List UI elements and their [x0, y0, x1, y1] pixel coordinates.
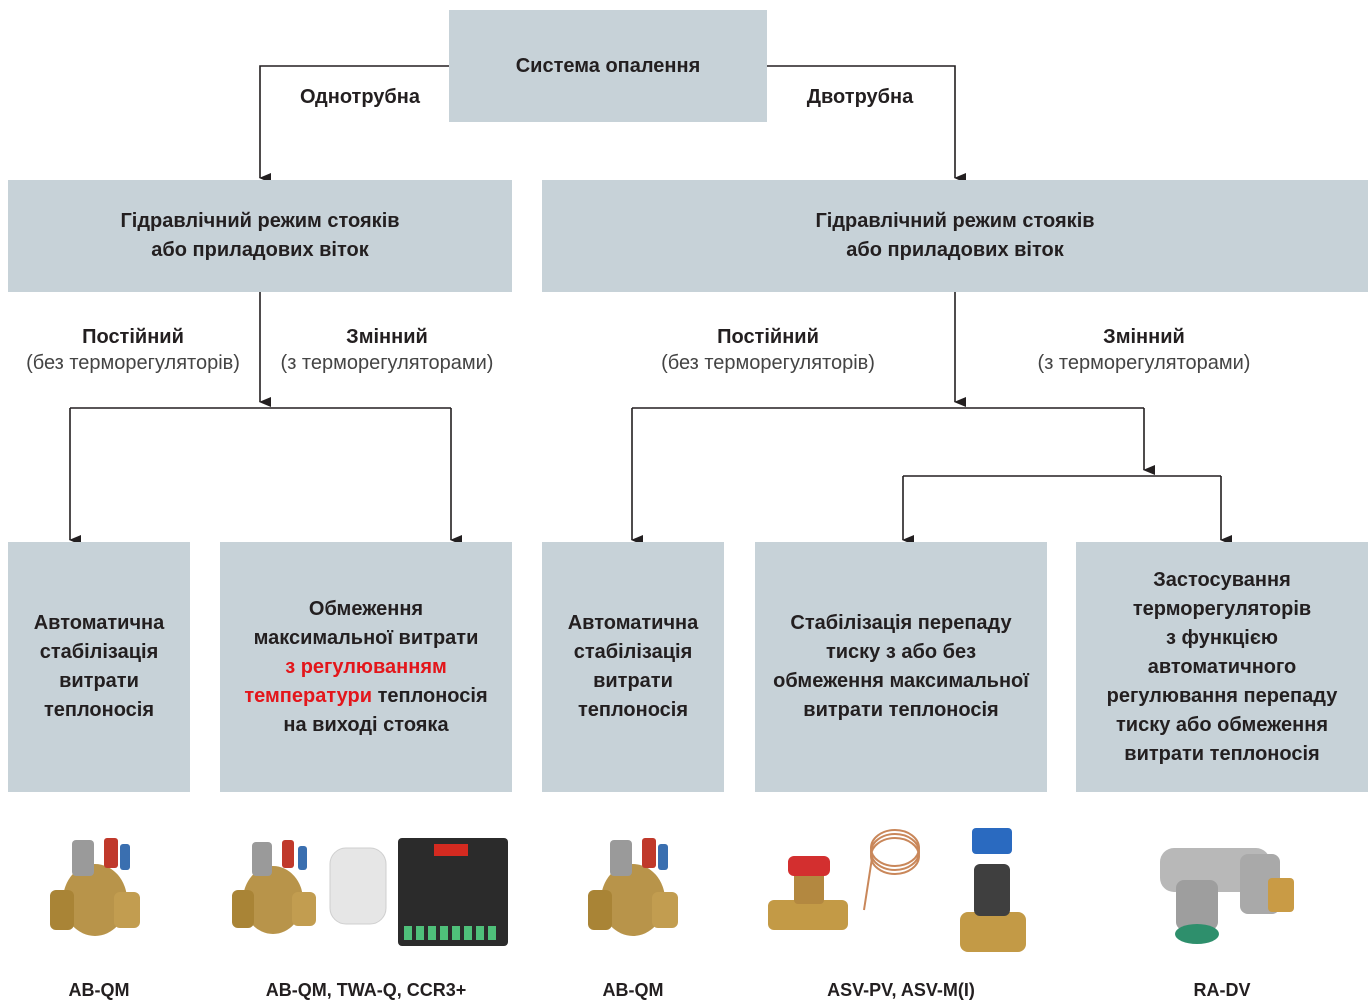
var-right-title: Змінний	[1103, 326, 1185, 348]
box1-line: теплоносія	[43, 699, 155, 721]
branch-left-label: Однотрубна	[270, 84, 450, 110]
var-left-title: Змінний	[346, 326, 428, 348]
const-left-sub: (без терморегуляторів)	[26, 352, 240, 374]
solution-box-4: Стабілізація перепаду тиску з або без об…	[755, 542, 1047, 792]
const-right-sub: (без терморегуляторів)	[661, 352, 875, 374]
box5-line: регулювання перепаду	[1106, 684, 1338, 707]
arrow-root-to-right	[766, 65, 966, 183]
box1-line: стабілізація	[39, 641, 159, 663]
solution-box-5: Застосування терморегуляторів з функцією…	[1076, 542, 1368, 792]
mode-right-line1: Гідравлічний режим стояків	[815, 210, 1095, 232]
box5-line: автоматичного	[1147, 655, 1297, 678]
box2-line: температури теплоносія	[244, 682, 487, 711]
mode-right-line2: або приладових віток	[846, 239, 1064, 261]
root-node: Система опалення	[449, 10, 767, 122]
valve-ab-qm-image-2	[588, 838, 678, 936]
solution-box-1: Автоматична стабілізація витрати теплоно…	[8, 542, 190, 792]
var-right-sub: (з терморегуляторами)	[1037, 352, 1251, 374]
var-left-label: Змінний (з терморегуляторами)	[268, 324, 506, 376]
branch-left-text: Однотрубна	[300, 86, 420, 108]
box2-line-rest: теплоносія	[372, 684, 488, 707]
box5-line: терморегуляторів	[1132, 597, 1312, 620]
product-label-2: AB-QM, TWA-Q, CCR3+	[265, 980, 467, 1000]
box5-line: тиску або обмеження	[1116, 713, 1328, 736]
var-left-sub: (з терморегуляторами)	[280, 352, 494, 374]
mode-box-right: Гідравлічний режим стояків або приладови…	[542, 180, 1368, 292]
box4-line: витрати теплоносія	[803, 699, 999, 721]
valve-ab-qm-image	[50, 838, 140, 936]
solution-box-2: Обмеження максимальної витрати з регулюв…	[220, 542, 512, 792]
product-label-3: AB-QM	[602, 980, 664, 1000]
product-label-1: AB-QM	[68, 980, 130, 1000]
solution-box-3: Автоматична стабілізація витрати теплоно…	[542, 542, 724, 792]
product-label-4: ASV-PV, ASV-M(I)	[827, 980, 975, 1000]
box2-line: на виході стояка	[283, 713, 449, 736]
valve-set-ab-qm-twa-ccr-image	[232, 838, 508, 946]
branch-right-text: Двотрубна	[806, 86, 914, 108]
const-left-label: Постійний (без терморегуляторів)	[10, 324, 256, 376]
valve-ra-dv-image	[1160, 848, 1294, 944]
branch-right-label: Двотрубна	[770, 84, 950, 110]
box3-line: витрати	[593, 670, 673, 692]
box2-highlight: з регулюванням	[285, 655, 447, 678]
box3-line: Автоматична	[567, 612, 699, 634]
arrow-root-to-left	[259, 65, 449, 183]
box4-line: обмеження максимальної	[773, 670, 1029, 692]
box1-line: Автоматична	[33, 612, 165, 634]
box2-line: Обмеження	[308, 597, 424, 620]
box3-line: стабілізація	[573, 641, 693, 663]
box1-line: витрати	[59, 670, 139, 692]
root-label: Система опалення	[515, 54, 701, 77]
box5-line: Застосування	[1153, 568, 1291, 591]
const-left-title: Постійний	[82, 326, 184, 348]
valve-asv-set-image	[768, 828, 1026, 952]
box4-line: Стабілізація перепаду	[790, 612, 1012, 634]
box2-line: максимальної витрати	[253, 626, 479, 649]
mode-left-line1: Гідравлічний режим стояків	[120, 210, 400, 232]
box4-line: тиску з або без	[825, 641, 977, 663]
box3-line: теплоносія	[577, 699, 689, 721]
box5-line: витрати теплоносія	[1124, 742, 1320, 765]
const-right-label: Постійний (без терморегуляторів)	[645, 324, 891, 376]
product-label-5: RA-DV	[1193, 980, 1251, 1000]
mode-box-left: Гідравлічний режим стояків або приладови…	[8, 180, 512, 292]
var-right-label: Змінний (з терморегуляторами)	[1025, 324, 1263, 376]
mode-left-line2: або приладових віток	[151, 239, 369, 261]
box2-highlight: температури	[244, 684, 373, 707]
const-right-title: Постійний	[717, 326, 819, 348]
box5-line: з функцією	[1166, 626, 1278, 649]
